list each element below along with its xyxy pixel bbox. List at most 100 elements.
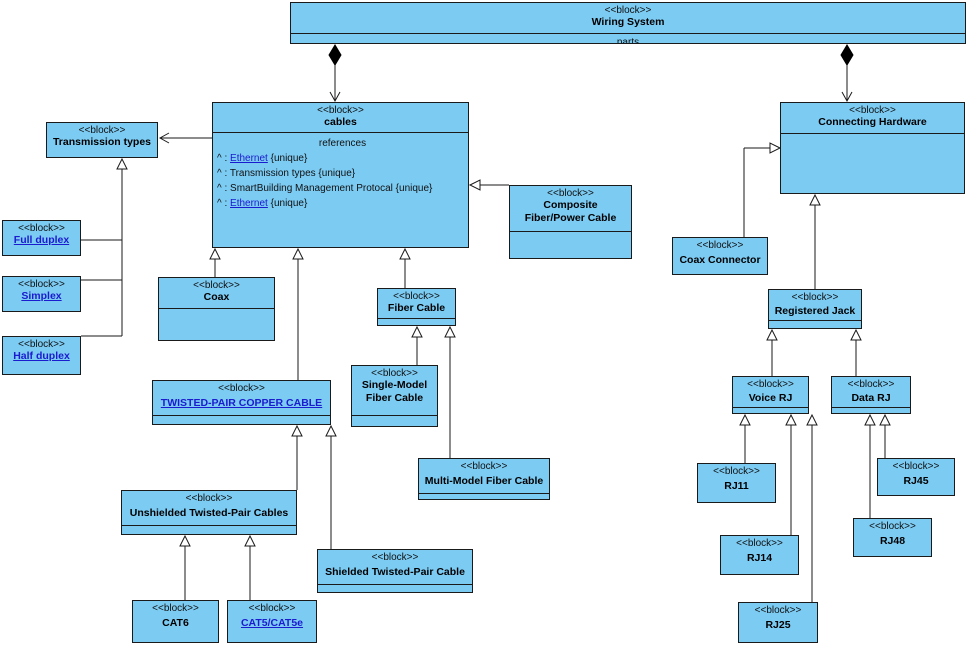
block-unshielded-twisted-pair-cables[interactable]: <<block>> Unshielded Twisted-Pair Cables: [121, 490, 297, 535]
stereotype-label: <<block>>: [892, 461, 940, 472]
reference-prefix: ^ :: [217, 198, 231, 209]
block-name: Coax: [203, 291, 230, 303]
stereotype-label: <<block>>: [317, 105, 364, 116]
block-rj25[interactable]: <<block>> RJ25: [738, 602, 818, 643]
block-shielded-twisted-pair-cable[interactable]: <<block>> Shielded Twisted-Pair Cable: [317, 549, 473, 593]
reference-multiplicity: {unique}: [392, 183, 433, 194]
association-arrowhead: [158, 132, 170, 144]
block-name: RJ25: [765, 619, 791, 631]
block-cat6[interactable]: <<block>> CAT6: [132, 600, 219, 643]
generalization-triangle: [785, 413, 797, 426]
block-name: Shielded Twisted-Pair Cable: [325, 566, 465, 578]
generalization-triangle: [468, 179, 481, 191]
reference-multiplicity: {unique}: [315, 168, 356, 179]
composition-diamond: [840, 44, 854, 66]
composition-arrowhead: [329, 91, 341, 103]
block-name-link[interactable]: Simplex: [21, 290, 62, 302]
stereotype-label: <<block>>: [218, 383, 265, 394]
block-name: Voice RJ: [748, 392, 793, 404]
reference-item: ^ : Ethernet {unique}: [217, 151, 468, 166]
reference-item: ^ : SmartBuilding Management Protocal {u…: [217, 181, 468, 196]
stereotype-label: <<block>>: [791, 292, 839, 303]
generalization-triangle: [116, 157, 128, 170]
stereotype-label: <<block>>: [248, 603, 296, 614]
stereotype-label: <<block>>: [736, 538, 783, 549]
block-cables[interactable]: <<block>> cables references ^ : Ethernet…: [212, 102, 469, 248]
block-multi-model-fiber-cable[interactable]: <<block>> Multi-Model Fiber Cable: [418, 458, 550, 500]
composition-arrowhead: [841, 91, 853, 103]
block-transmission-types[interactable]: <<block>> Transmission types: [46, 122, 158, 158]
generalization-triangle: [739, 413, 751, 426]
block-wiring-system[interactable]: <<block>> Wiring System parts: [290, 2, 966, 44]
stereotype-label: <<block>>: [869, 521, 916, 532]
stereotype-label: <<block>>: [747, 379, 794, 390]
block-fiber-cable[interactable]: <<block>> Fiber Cable: [377, 288, 456, 326]
block-rj14[interactable]: <<block>> RJ14: [720, 535, 799, 575]
reference-type: SmartBuilding Management Protocal: [230, 183, 393, 194]
block-name-link[interactable]: TWISTED-PAIR COPPER CABLE: [160, 397, 323, 409]
reference-link[interactable]: Ethernet: [230, 153, 268, 164]
block-rj45[interactable]: <<block>> RJ45: [877, 458, 955, 496]
block-name: Composite Fiber/Power Cable: [524, 199, 617, 224]
generalization-triangle: [444, 325, 456, 338]
stereotype-label: <<block>>: [847, 379, 895, 390]
block-rj48[interactable]: <<block>> RJ48: [853, 518, 932, 557]
block-composite-fiber-power-cable[interactable]: <<block>> Composite Fiber/Power Cable: [509, 185, 632, 259]
stereotype-label: <<block>>: [849, 105, 896, 116]
generalization-triangle: [179, 534, 191, 547]
stereotype-label: <<block>>: [371, 552, 419, 563]
block-name: cables: [324, 116, 357, 128]
block-name: RJ48: [879, 535, 906, 547]
references-list: ^ : Ethernet {unique}^ : Transmission ty…: [217, 151, 468, 211]
block-simplex[interactable]: <<block>> Simplex: [2, 276, 81, 312]
reference-link[interactable]: Ethernet: [230, 198, 268, 209]
generalization-triangle: [806, 413, 818, 426]
stereotype-label: <<block>>: [193, 280, 240, 291]
stereotype-label: <<block>>: [18, 223, 65, 234]
block-connecting-hardware[interactable]: <<block>> Connecting Hardware: [780, 102, 965, 194]
block-name: RJ45: [903, 475, 929, 487]
reference-item: ^ : Ethernet {unique}: [217, 196, 468, 211]
stereotype-label: <<block>>: [18, 339, 65, 350]
stereotype-label: <<block>>: [152, 603, 199, 614]
block-name: Data RJ: [851, 392, 891, 404]
block-full-duplex[interactable]: <<block>> Full duplex: [2, 220, 81, 256]
stereotype-label: <<block>>: [18, 279, 65, 290]
block-half-duplex[interactable]: <<block>> Half duplex: [2, 336, 81, 375]
stereotype-label: <<block>>: [393, 291, 440, 302]
generalization-triangle: [399, 247, 411, 260]
stereotype-label: <<block>>: [713, 466, 760, 477]
generalization-triangle: [809, 193, 821, 206]
generalization-triangle: [879, 413, 891, 426]
block-name: Registered Jack: [774, 305, 856, 317]
stereotype-label: <<block>>: [460, 461, 508, 472]
block-name: Multi-Model Fiber Cable: [424, 475, 544, 487]
block-data-rj[interactable]: <<block>> Data RJ: [831, 376, 911, 414]
block-rj11[interactable]: <<block>> RJ11: [697, 463, 776, 503]
generalization-triangle: [411, 325, 423, 338]
reference-multiplicity: {unique}: [267, 153, 308, 164]
reference-prefix: ^ :: [217, 183, 231, 194]
stereotype-label: <<block>>: [185, 493, 233, 504]
block-voice-rj[interactable]: <<block>> Voice RJ: [732, 376, 809, 414]
block-twisted-pair-copper-cable[interactable]: <<block>> TWISTED-PAIR COPPER CABLE: [152, 380, 331, 425]
block-coax[interactable]: <<block>> Coax: [158, 277, 275, 341]
block-registered-jack[interactable]: <<block>> Registered Jack: [768, 289, 862, 329]
generalization-triangle: [209, 247, 221, 260]
composition-diamond: [328, 44, 342, 66]
block-coax-connector[interactable]: <<block>> Coax Connector: [672, 237, 768, 275]
reference-prefix: ^ :: [217, 153, 231, 164]
block-name: Connecting Hardware: [818, 116, 927, 128]
block-name: Unshielded Twisted-Pair Cables: [129, 507, 289, 519]
generalization-triangle: [292, 247, 304, 260]
block-name-link[interactable]: CAT5/CAT5e: [240, 617, 304, 629]
block-name: CAT6: [162, 617, 189, 629]
block-name: Transmission types: [52, 136, 152, 148]
block-name-link[interactable]: Full duplex: [13, 234, 70, 246]
compartment-label: parts: [616, 37, 640, 44]
block-single-model-fiber-cable[interactable]: <<block>> Single-Model Fiber Cable: [351, 365, 438, 427]
block-cat5-cat5e[interactable]: <<block>> CAT5/CAT5e: [227, 600, 317, 643]
stereotype-label: <<block>>: [78, 125, 126, 136]
block-name-link[interactable]: Half duplex: [13, 350, 70, 362]
